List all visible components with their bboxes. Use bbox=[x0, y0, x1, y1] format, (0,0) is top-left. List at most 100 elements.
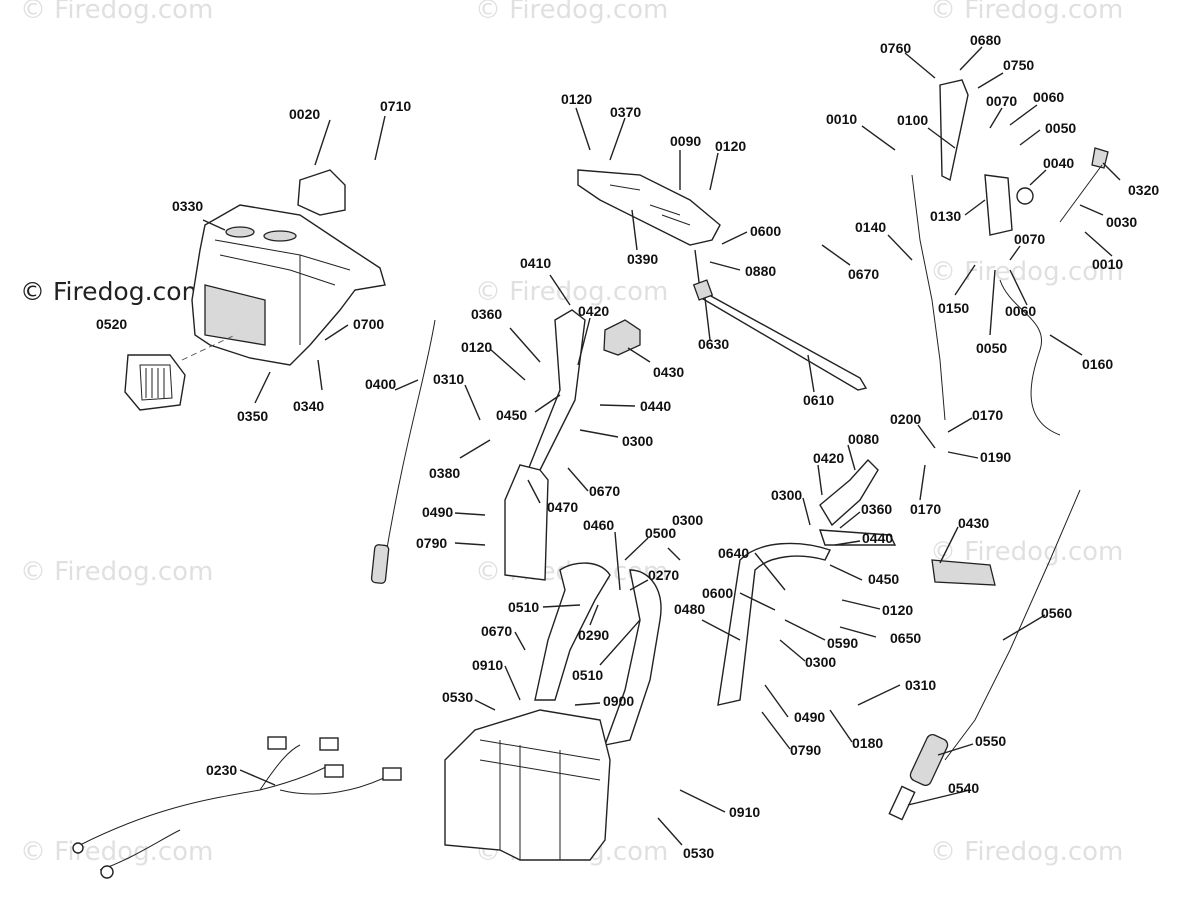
part-label: 0360 bbox=[861, 501, 892, 517]
part-label: 0080 bbox=[848, 431, 879, 447]
handle-grip bbox=[603, 319, 641, 356]
part-label: 0070 bbox=[986, 93, 1017, 109]
wire-harness bbox=[79, 744, 391, 871]
bracket-knob bbox=[1016, 187, 1034, 205]
cable-end bbox=[888, 785, 916, 821]
chassis-detail bbox=[479, 739, 601, 860]
part-label: 0010 bbox=[826, 111, 857, 127]
part-label: 0060 bbox=[1033, 89, 1064, 105]
parts bbox=[72, 79, 1109, 879]
part-label: 0470 bbox=[547, 499, 578, 515]
part-labels: 0760 0680 0750 0070 0060 0050 0010 0100 … bbox=[96, 32, 1159, 861]
part-label: 0440 bbox=[862, 530, 893, 546]
part-label: 0290 bbox=[578, 627, 609, 643]
part-label: 0140 bbox=[855, 219, 886, 235]
part-label: 0440 bbox=[640, 398, 671, 414]
part-label: 0150 bbox=[938, 300, 969, 316]
lower-handle-left bbox=[534, 562, 611, 701]
part-label: 0330 bbox=[172, 198, 203, 214]
part-label: 0370 bbox=[610, 104, 641, 120]
part-label: 0790 bbox=[416, 535, 447, 551]
dash-panel bbox=[191, 204, 386, 366]
watermark-text: © Firedog.com bbox=[20, 557, 213, 587]
part-label: 0070 bbox=[1014, 231, 1045, 247]
harness-connector bbox=[319, 737, 339, 751]
part-label: 0710 bbox=[380, 98, 411, 114]
control-panel bbox=[577, 169, 721, 246]
part-label: 0020 bbox=[289, 106, 320, 122]
part-label: 0310 bbox=[905, 677, 936, 693]
part-label: 0600 bbox=[750, 223, 781, 239]
dash-slot bbox=[263, 230, 297, 242]
part-label: 0790 bbox=[790, 742, 821, 758]
part-label: 0550 bbox=[975, 733, 1006, 749]
watermark-text: © Firedog.com bbox=[20, 0, 213, 25]
harness-ring bbox=[100, 865, 114, 879]
part-label: 0190 bbox=[980, 449, 1011, 465]
cable-0140 bbox=[911, 174, 946, 421]
watermark-text: © Firedog.com bbox=[475, 277, 668, 307]
upper-right-handle bbox=[819, 458, 879, 527]
chassis-frame bbox=[444, 709, 611, 861]
right-grip bbox=[931, 559, 996, 586]
chute-bracket bbox=[984, 174, 1013, 236]
part-label: 0670 bbox=[589, 483, 620, 499]
part-label: 0170 bbox=[910, 501, 941, 517]
cable-boot bbox=[909, 734, 949, 786]
part-label: 0060 bbox=[1005, 303, 1036, 319]
part-label: 0460 bbox=[583, 517, 614, 533]
part-label: 0420 bbox=[813, 450, 844, 466]
part-label: 0630 bbox=[698, 336, 729, 352]
lever-0030 bbox=[1059, 164, 1103, 223]
dash-panel-face bbox=[204, 284, 266, 346]
watermark-text: © Firedog.com bbox=[20, 837, 213, 867]
part-label: 0010 bbox=[1092, 256, 1123, 272]
part-label: 0130 bbox=[930, 208, 961, 224]
lever-0100 bbox=[939, 79, 969, 182]
part-label: 0590 bbox=[827, 635, 858, 651]
part-label: 0560 bbox=[1041, 605, 1072, 621]
lever-knob bbox=[1091, 147, 1109, 169]
part-label: 0450 bbox=[496, 407, 527, 423]
part-label: 0120 bbox=[715, 138, 746, 154]
part-label: 0200 bbox=[890, 411, 921, 427]
left-handle-upper bbox=[526, 309, 586, 471]
part-label: 0360 bbox=[471, 306, 502, 322]
part-label: 0410 bbox=[520, 255, 551, 271]
control-cable bbox=[384, 319, 436, 561]
part-label: 0430 bbox=[958, 515, 989, 531]
cable-0560 bbox=[944, 489, 1081, 761]
right-handle bbox=[717, 542, 831, 706]
cable-0160 bbox=[999, 279, 1061, 436]
part-label: 0490 bbox=[794, 709, 825, 725]
part-label: 0400 bbox=[365, 376, 396, 392]
part-label: 0510 bbox=[572, 667, 603, 683]
part-label: 0530 bbox=[442, 689, 473, 705]
part-label: 0160 bbox=[1082, 356, 1113, 372]
part-label: 0120 bbox=[882, 602, 913, 618]
part-label: 0910 bbox=[472, 657, 503, 673]
part-label: 0030 bbox=[1106, 214, 1137, 230]
watermark-text: © Firedog.com bbox=[930, 257, 1123, 287]
part-label: 0480 bbox=[674, 601, 705, 617]
part-label: 0230 bbox=[206, 762, 237, 778]
part-label: 0540 bbox=[948, 780, 979, 796]
watermark-text: © Firedog.com bbox=[930, 837, 1123, 867]
part-label: 0670 bbox=[481, 623, 512, 639]
harness-connector bbox=[382, 767, 402, 781]
part-label: 0170 bbox=[972, 407, 1003, 423]
part-label: 0100 bbox=[897, 112, 928, 128]
control-panel-slots bbox=[609, 184, 691, 226]
part-label: 0610 bbox=[803, 392, 834, 408]
leader-lines bbox=[202, 46, 1121, 846]
watermark-text: © Firedog.com bbox=[20, 277, 206, 306]
part-label: 0310 bbox=[433, 371, 464, 387]
harness-connector bbox=[324, 764, 344, 778]
part-label: 0050 bbox=[1045, 120, 1076, 136]
lower-handle-right bbox=[603, 569, 662, 746]
harness-connector bbox=[267, 736, 287, 750]
watermark-text: © Firedog.com bbox=[930, 0, 1123, 25]
rod-spring bbox=[692, 279, 714, 301]
